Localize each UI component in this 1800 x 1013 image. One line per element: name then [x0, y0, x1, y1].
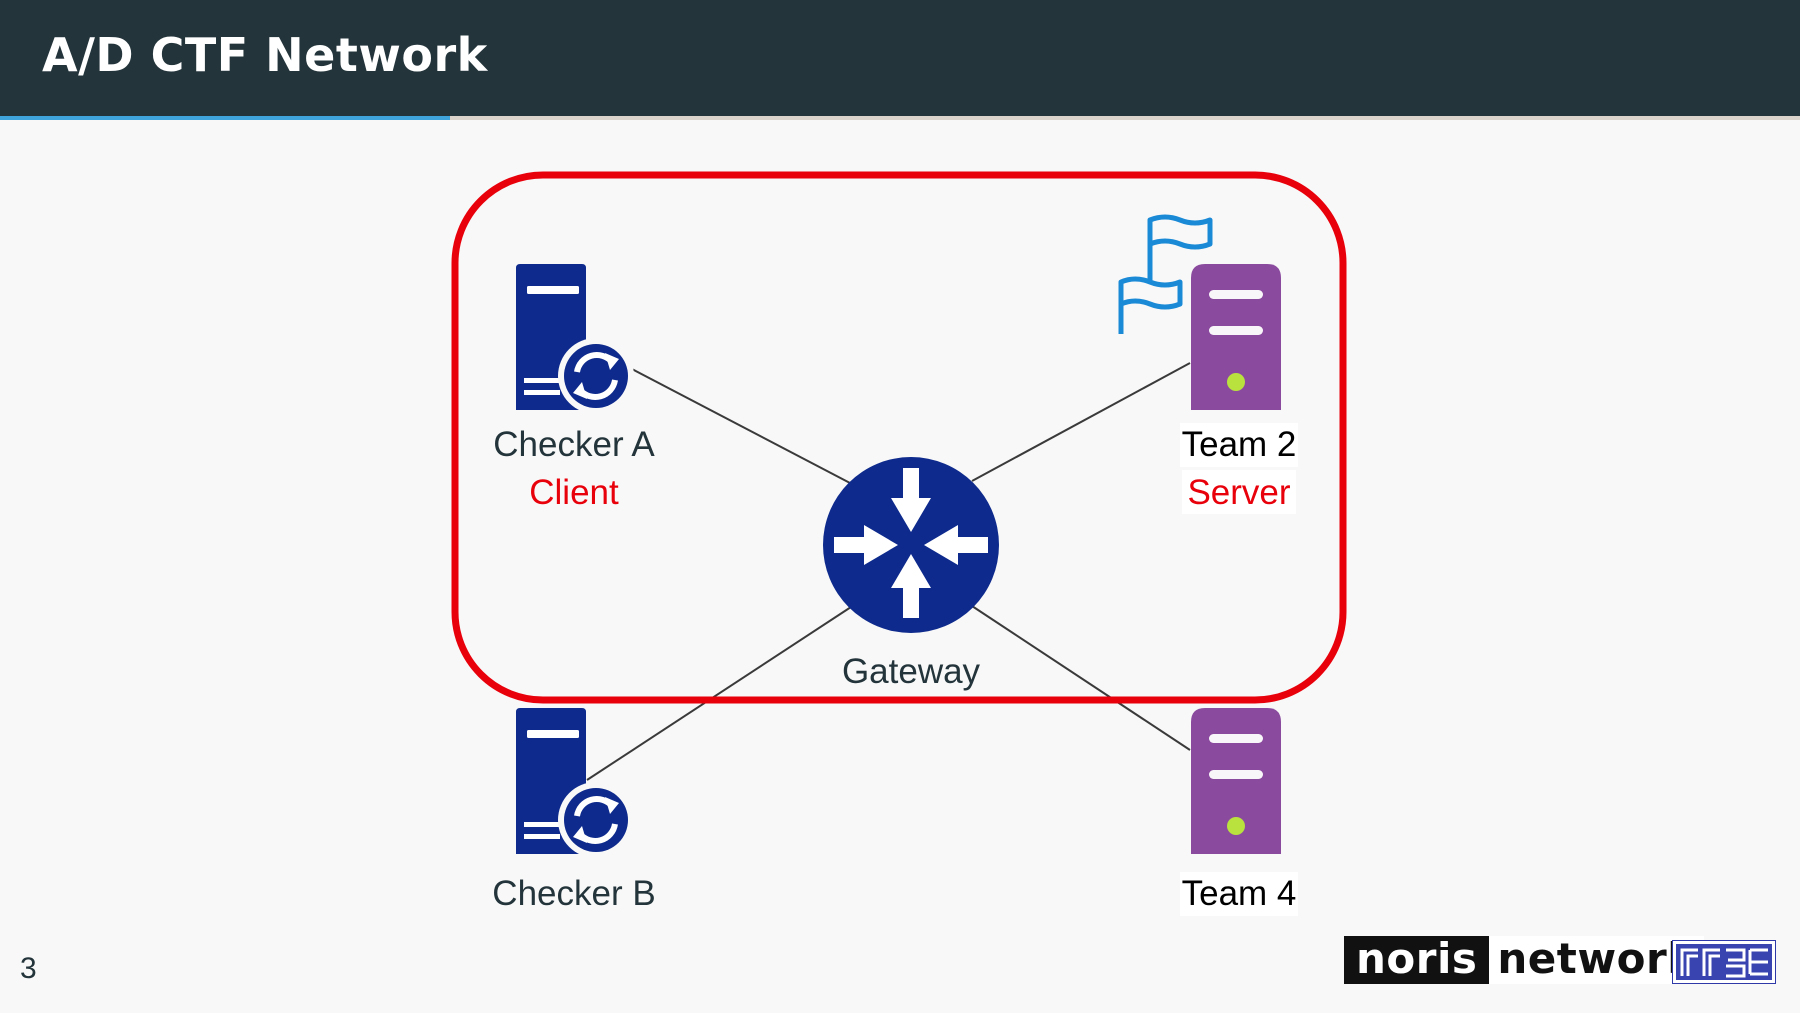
- team-2-label: Team 2: [1182, 425, 1297, 464]
- page-title: A/D CTF Network: [42, 28, 488, 82]
- label-backdrop: [1180, 872, 1298, 916]
- checker-a-role: Client: [529, 473, 619, 512]
- checker-server-icon: [516, 708, 634, 858]
- flags-icon: [1118, 214, 1213, 334]
- checker-server-icon: [516, 264, 634, 414]
- team-4-label: Team 4: [1182, 874, 1297, 913]
- header-divider: [450, 116, 1800, 120]
- checker-a-label: Checker A: [493, 425, 655, 464]
- link-checker-b-gateway: [586, 606, 852, 781]
- attack-scope-highlight: [451, 171, 1347, 704]
- link-team-4-gateway: [971, 605, 1191, 751]
- team-server-icon: [1191, 264, 1281, 410]
- logo-noris-text: noris: [1344, 936, 1490, 984]
- team-2-role: Server: [1187, 473, 1290, 512]
- logo-network-text: network: [1489, 936, 1704, 984]
- gateway-label: Gateway: [842, 652, 981, 691]
- link-checker-a-gateway: [629, 367, 851, 484]
- header-bar: A/D CTF Network: [0, 0, 1800, 116]
- header-accent-line: [0, 116, 450, 120]
- checker-b-label: Checker B: [492, 874, 655, 913]
- link-team-2-gateway: [971, 362, 1191, 482]
- page-number: 3: [20, 952, 37, 985]
- noris-network-logo: noris network: [1344, 936, 1704, 984]
- gateway-router-icon: [823, 457, 999, 633]
- label-backdrop: [1182, 470, 1296, 514]
- university-logo-icon: [1672, 940, 1776, 984]
- label-backdrop: [1180, 423, 1298, 467]
- team-server-icon: [1191, 708, 1281, 854]
